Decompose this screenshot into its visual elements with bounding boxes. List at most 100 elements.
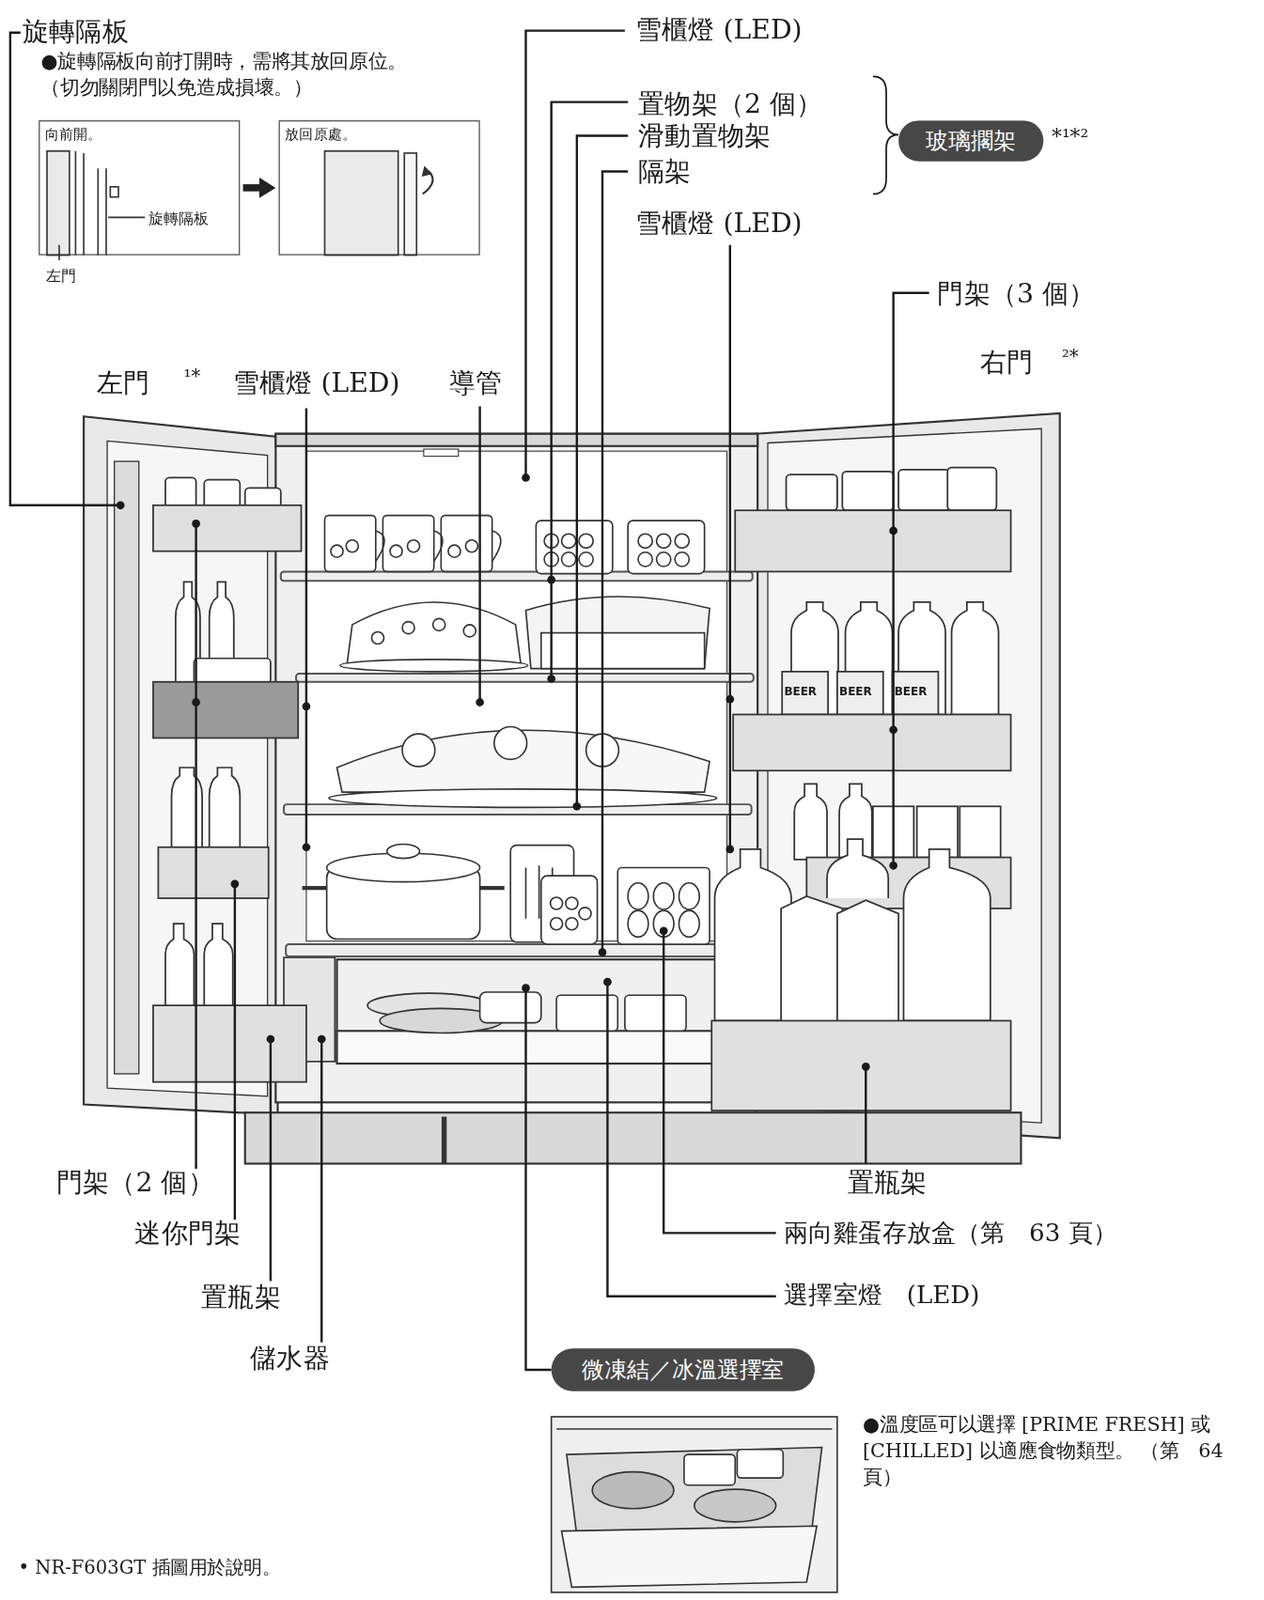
food-item <box>561 552 577 567</box>
food-item <box>526 596 711 670</box>
node-text: 旋轉隔板 <box>148 209 210 230</box>
food-item <box>440 515 492 573</box>
door-bin <box>733 715 1012 772</box>
leader-line <box>663 931 777 1234</box>
door-bin <box>193 658 270 685</box>
door-bin <box>837 671 884 716</box>
food-item <box>390 545 403 558</box>
fridge-body <box>114 461 140 1075</box>
leader-line <box>320 1039 323 1343</box>
leader-dot <box>116 473 898 1072</box>
inset-sketch <box>82 153 85 256</box>
food-item <box>448 545 461 558</box>
leader-dot <box>725 845 734 855</box>
door-bin <box>794 783 828 859</box>
part-name: 置物架（2 個） <box>638 87 823 120</box>
food-item <box>638 552 653 567</box>
leader-dot <box>191 519 201 529</box>
food-item <box>494 727 528 761</box>
food-item <box>550 897 563 910</box>
food-item <box>387 843 421 859</box>
inset-box: 向前開。旋轉隔板左門 <box>38 120 240 255</box>
part-name: 門架（2 個） <box>56 1167 215 1200</box>
leader-dot <box>191 698 201 707</box>
category-pill: 微凍結／冰溫選擇室 <box>551 1348 815 1392</box>
food-item <box>674 552 689 567</box>
can-text: BEER <box>894 685 928 699</box>
leader-dot <box>302 842 312 852</box>
part-name: 雪櫃燈 (LED) <box>233 367 401 400</box>
part-name: 右門 <box>980 346 1033 379</box>
fridge-body <box>83 413 1061 1165</box>
leader-dot <box>861 1062 871 1072</box>
leader-dot <box>302 702 312 711</box>
food-item <box>578 907 592 921</box>
leader-dot <box>598 948 608 957</box>
part-name: 儲水器 <box>249 1342 330 1375</box>
node-text: 左門 <box>46 266 78 287</box>
door-bin <box>959 806 1000 858</box>
door-bin <box>898 469 950 511</box>
node-text: 放回原處。 <box>284 125 357 145</box>
inset-sketch <box>96 168 99 255</box>
footnote-mark: ²* <box>1061 344 1079 367</box>
leader-line <box>526 988 552 1371</box>
inset-sketch <box>422 167 432 176</box>
food-item <box>345 540 359 553</box>
leader-line <box>602 171 628 953</box>
leader-dot <box>572 802 581 812</box>
food-item <box>375 530 501 562</box>
fridge-body <box>245 1112 1022 1164</box>
leader-line <box>269 1039 272 1281</box>
food-item <box>371 632 384 645</box>
food-item <box>624 995 687 1031</box>
food-item <box>627 883 649 910</box>
part-name: 導管 <box>449 367 502 400</box>
footnote-mark: ¹* <box>184 365 202 388</box>
inset-sketch <box>46 151 70 256</box>
leader-line <box>194 523 197 1170</box>
food-item <box>653 910 674 937</box>
fridge-body <box>275 434 758 447</box>
glass-shelf <box>280 571 754 957</box>
leader-line <box>893 293 930 866</box>
door-bin <box>837 900 899 1027</box>
door-bin <box>734 510 1011 572</box>
inset-sketch <box>75 151 78 256</box>
leader-dot <box>317 1035 327 1045</box>
door-bin <box>903 849 990 1022</box>
node-text: 玻璃擱架 <box>925 125 1016 157</box>
leader-line <box>607 982 776 1297</box>
connector-line <box>243 184 263 192</box>
part-name: 滑動置物架 <box>638 120 771 153</box>
food-item <box>656 552 672 567</box>
leader-dot <box>521 473 531 483</box>
leader-dot <box>266 1035 276 1045</box>
door-bin <box>786 474 838 511</box>
food-item <box>578 533 593 548</box>
food-item <box>330 545 344 558</box>
inset-sketch <box>58 245 61 261</box>
leader-dot <box>546 576 556 585</box>
leader-line <box>864 1066 867 1164</box>
glass-shelf <box>296 673 754 683</box>
inset-sketch <box>105 168 108 255</box>
part-name: 雪櫃燈 (LED) <box>635 14 803 47</box>
inset-box: 放回原處。 <box>279 120 481 255</box>
door-bin <box>153 682 298 739</box>
leader-line <box>10 31 930 1371</box>
food-item <box>346 602 521 664</box>
part-name: 置瓶架 <box>847 1167 928 1200</box>
door-bin <box>711 1020 1011 1111</box>
door-bin <box>780 896 843 1027</box>
food-item <box>324 515 375 573</box>
food-item <box>627 910 649 937</box>
leader-dot <box>116 500 125 510</box>
leader-dot <box>889 725 898 734</box>
part-name: 迷你門架 <box>134 1217 241 1250</box>
leader-dot <box>603 978 612 987</box>
door-bin <box>171 767 203 850</box>
part-name: 門架（3 個） <box>936 278 1095 311</box>
leader-line <box>873 76 899 194</box>
